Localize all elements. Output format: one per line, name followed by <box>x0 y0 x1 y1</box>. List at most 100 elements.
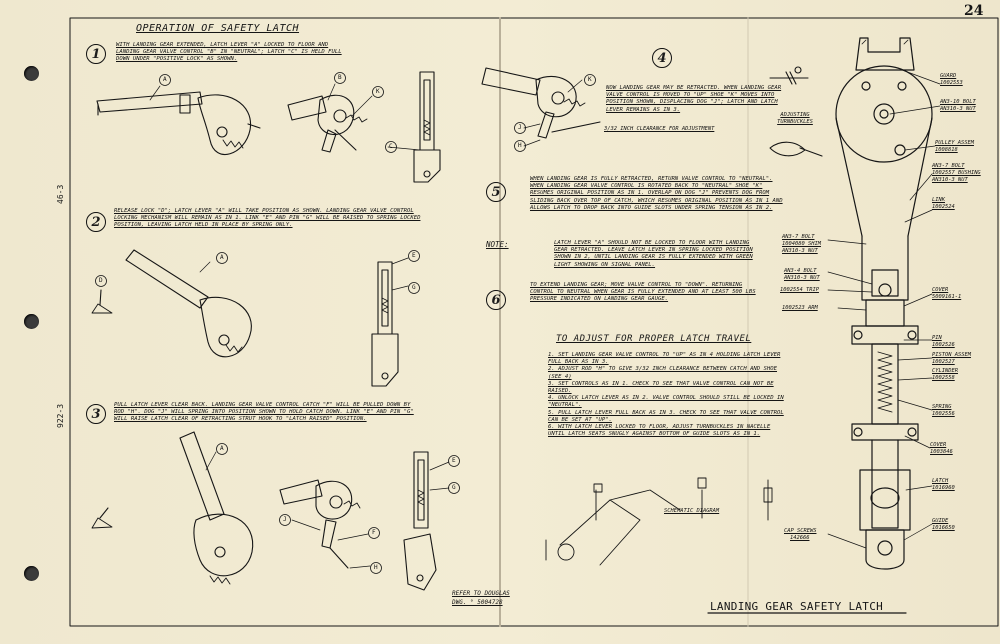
part-number-link: 1002524 <box>932 204 955 210</box>
callout-letter: E <box>452 457 456 464</box>
part-label-arm: 1002523 ARM <box>782 305 818 311</box>
side-reference-top: 46-3 <box>56 184 65 204</box>
step3-lever-assembly <box>91 431 254 585</box>
step4-text: NOW LANDING GEAR MAY BE RETRACTED. WHEN … <box>606 85 782 113</box>
sheet-title: LANDING GEAR SAFETY LATCH <box>710 600 884 613</box>
callout-letter: E <box>412 252 416 259</box>
part-number-spring: 1002556 <box>932 411 955 417</box>
part-label-guide: GUIDE <box>932 518 949 524</box>
callout-letter: D <box>99 277 103 284</box>
step4-clearance-label: 3/32 INCH CLEARANCE FOR ADJUSTMENT <box>604 126 715 132</box>
callout-letter: K <box>376 88 380 95</box>
callout-letter: J <box>283 516 287 523</box>
note-label: NOTE: <box>486 240 509 249</box>
step1-lever-assembly <box>96 91 261 156</box>
border-frame <box>69 17 999 627</box>
schematic-label: SCHEMATIC DIAGRAM <box>664 508 720 514</box>
part-label-nut: AN310-3 NUT <box>940 106 976 112</box>
page-heading: OPERATION OF SAFETY LATCH <box>136 23 300 34</box>
part-label-link: LINK <box>932 197 945 203</box>
step1-text: WITH LANDING GEAR EXTENDED, LATCH LEVER … <box>116 42 342 63</box>
step-number-1: 1 <box>86 44 106 64</box>
adjust-item: 1. SET LANDING GEAR VALVE CONTROL TO "UP… <box>548 352 781 366</box>
part-label-nut: AN310-3 NUT <box>784 275 820 281</box>
part-label-cover: COVER <box>932 287 949 293</box>
part-number-cylinder: 1002558 <box>932 375 955 381</box>
part-label-bolt: AN3-10 BOLT <box>940 99 976 105</box>
side-reference-bottom: 922-3 <box>56 403 65 428</box>
adjust-item: 5. PULL LATCH LEVER FULL BACK AS IN 3. C… <box>548 409 784 423</box>
step3-valve-control <box>279 479 361 569</box>
step-number-5: 5 <box>486 182 506 202</box>
adjusting-turnbuckles <box>769 66 823 157</box>
part-leader-lines <box>827 69 941 549</box>
part-label-pin: PIN <box>932 335 942 341</box>
part-number-pin: 1002526 <box>932 342 955 348</box>
step6-text: TO EXTEND LANDING GEAR; MOVE VALVE CONTR… <box>530 282 756 303</box>
step-number-6: 6 <box>486 290 506 310</box>
part-number-cap-screws: 142666 <box>790 535 810 541</box>
latch-assembly-main <box>835 37 933 570</box>
callout-letter: H <box>518 142 522 149</box>
part-label-latch: LATCH <box>932 478 949 484</box>
callout-letter: A <box>220 254 224 261</box>
letter-callouts <box>95 72 596 574</box>
refer-to-label: REFER TO DOUGLAS <box>452 590 510 597</box>
step1-valve-control <box>287 94 368 153</box>
part-label-nut: AN310-3 NUT <box>782 248 818 254</box>
step-number-3: 3 <box>86 404 106 424</box>
part-number-guard: 1002553 <box>940 80 963 86</box>
part-number-piston: 1002527 <box>932 359 955 365</box>
adjust-item: 4. UNLOCK LATCH LEVER AS IN 2. VALVE CON… <box>548 395 784 409</box>
callout-letter: K <box>588 76 592 83</box>
callout-letter: A <box>220 445 224 452</box>
step3-text: PULL LATCH LEVER CLEAR BACK. LANDING GEA… <box>114 402 414 423</box>
part-label-piston: PISTON ASSEM <box>932 352 971 358</box>
part-number-cover: 1003846 <box>930 449 953 455</box>
part-number-guide: 1016650 <box>932 525 955 531</box>
part-number-latch: 1016960 <box>932 485 955 491</box>
letter-leader-lines <box>149 79 583 569</box>
part-label-bolt: AN3-7 BOLT <box>782 234 815 240</box>
page-number: 24 <box>964 3 984 19</box>
step2-lever-assembly <box>91 249 252 358</box>
callout-letter: H <box>374 564 378 571</box>
part-number-pulley: 1008818 <box>935 147 958 153</box>
part-label-bolt: AN3-4 BOLT <box>784 268 817 274</box>
adjusting-turnbuckles-label: ADJUSTING TURNBUCKLES <box>777 112 813 125</box>
binder-hole-top <box>24 66 39 81</box>
part-label-cover: COVER <box>930 442 947 448</box>
part-label-guard: GUARD <box>940 73 957 79</box>
refer-drawing-number: DWG. ° 5004728 <box>452 599 503 606</box>
callout-letter: B <box>338 74 342 81</box>
step2-cylinder <box>371 261 399 387</box>
step2-text: RELEASE LOCK "D"; LATCH LEVER "A" WILL T… <box>114 208 421 229</box>
part-label-shim: 1004080 SHIM <box>782 241 821 247</box>
schematic-diagram <box>545 477 773 566</box>
adjust-item: 3. SET CONTROLS AS IN 1. CHECK TO SEE TH… <box>548 380 774 395</box>
callout-letter: G <box>412 284 416 291</box>
step3-cylinder <box>403 451 437 591</box>
part-label-cylinder: CYLINDER <box>932 368 958 374</box>
callout-letter: F <box>372 529 376 536</box>
adjust-item: 6. WITH LATCH LEVER LOCKED TO FLOOR, ADJ… <box>548 424 771 438</box>
step5-text: WHEN LANDING GEAR IS FULLY RETRACTED, RE… <box>530 176 783 211</box>
step-number-2: 2 <box>86 212 106 232</box>
binder-hole-middle <box>24 314 39 329</box>
adjust-heading: TO ADJUST FOR PROPER LATCH TRAVEL <box>556 334 752 344</box>
part-label-nut: AN310-3 NUT <box>932 177 968 183</box>
part-label-spring: SPRING <box>932 404 952 410</box>
step1-cylinder <box>413 71 441 183</box>
part-label-bushing: 1002557 BUSHING <box>932 170 981 176</box>
callout-letter: A <box>163 76 167 83</box>
step4-valve-control <box>481 67 601 139</box>
adjust-item: 2. ADJUST ROD "H" TO GIVE 3/32 INCH CLEA… <box>548 366 778 380</box>
part-label-trip: 1002554 TRIP <box>780 287 819 293</box>
callout-letter: J <box>518 124 522 131</box>
part-label-pulley: PULLEY ASSEM <box>935 140 974 146</box>
callout-letter: G <box>452 484 456 491</box>
note-text: LATCH LEVER "A" SHOULD NOT BE LOCKED TO … <box>554 240 753 268</box>
step-number-4: 4 <box>652 48 672 68</box>
